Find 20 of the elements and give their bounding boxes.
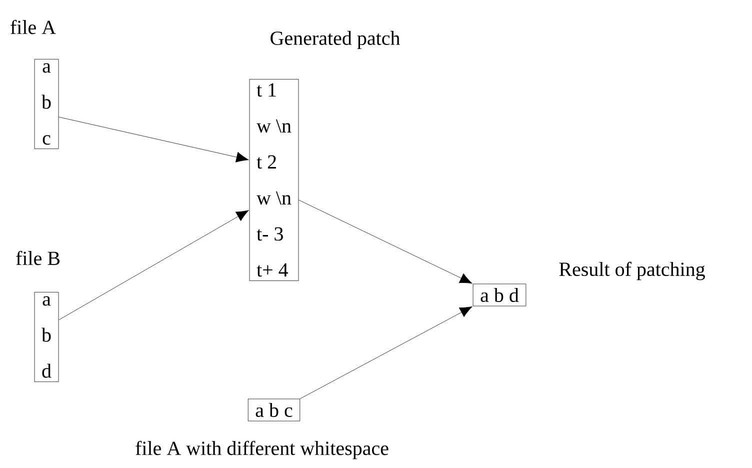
text-box: a b d: [34, 292, 59, 382]
box-heading: file A: [10, 20, 56, 34]
box-heading: file B: [16, 250, 60, 266]
node-label: t 2: [256, 155, 276, 169]
text-box: a b d: [472, 284, 526, 306]
node-label: w \n: [256, 191, 292, 205]
box-heading: file A with different whitespace: [136, 440, 388, 460]
arrow: [300, 306, 472, 399]
text-box: a b c: [248, 398, 300, 422]
arrow: [58, 210, 249, 320]
node-label: w \n: [256, 119, 292, 133]
node-label: t 1: [256, 83, 276, 97]
text-box: t 1 w \n t 2 w \n t- 3 t+ 4: [249, 79, 299, 281]
box-heading: Generated patch: [270, 30, 400, 50]
arrow: [58, 116, 249, 162]
box-heading: Result of patching: [559, 262, 705, 280]
node-label: t- 3: [256, 227, 283, 241]
text-box: a b c: [34, 59, 59, 149]
node-label: t+ 4: [256, 263, 288, 277]
arrow: [298, 200, 472, 284]
